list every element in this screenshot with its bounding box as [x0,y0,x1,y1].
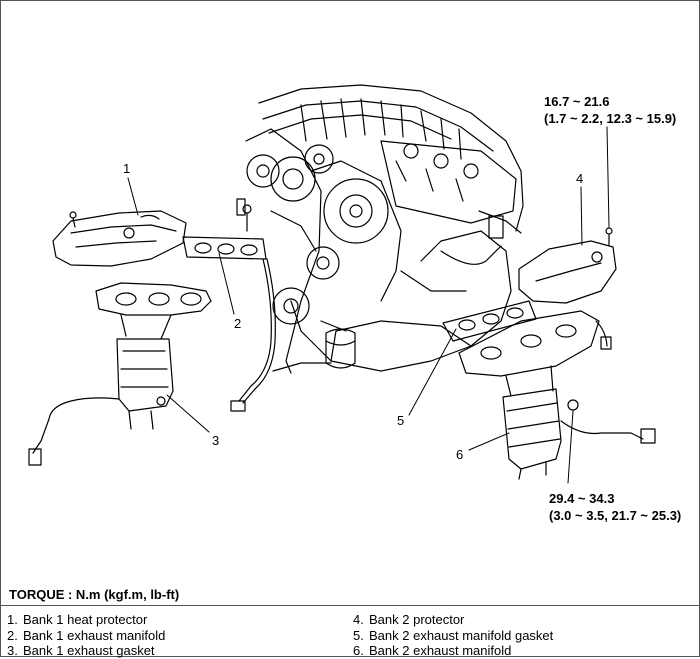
legend-item-6: 6.Bank 2 exhaust manifold [353,643,512,658]
callout-6: 6 [456,447,464,462]
legend-column-right: 4.Bank 2 protector 5.Bank 2 exhaust mani… [353,612,553,659]
bank1-heat-protector [52,210,187,267]
torque-spec-top-alt: (1.7 ~ 2.2, 12.3 ~ 15.9) [544,111,677,126]
torque-spec-top: 16.7 ~ 21.6 (1.7 ~ 2.2, 12.3 ~ 15.9) [544,93,676,127]
torque-spec-bottom: 29.4 ~ 34.3 (3.0 ~ 3.5, 21.7 ~ 25.3) [549,490,681,524]
legend-item-5: 5.Bank 2 exhaust manifold gasket [353,627,554,643]
bank1-exhaust-manifold [28,282,212,466]
bank2-exhaust-manifold [458,310,656,480]
bank2-protector [518,227,617,304]
callout-1: 1 [123,161,131,176]
legend-item-2: 2.Bank 1 exhaust manifold [7,627,166,643]
torque-spec-bottom-alt: (3.0 ~ 3.5, 21.7 ~ 25.3) [549,508,682,523]
callout-5: 5 [397,413,405,428]
callout-2: 2 [234,316,242,331]
callout-3: 3 [212,433,220,448]
legend-column-left: 1.Bank 1 heat protector 2.Bank 1 exhaust… [7,612,165,659]
callout-4: 4 [576,171,584,186]
leader-lines [127,126,610,484]
legend-item-4: 4.Bank 2 protector [353,612,465,627]
torque-spec-bottom-nm: 29.4 ~ 34.3 [549,491,615,506]
legend-item-3: 3.Bank 1 exhaust gasket [7,643,155,658]
legend-item-1: 1.Bank 1 heat protector [7,612,148,627]
torque-units-header: TORQUE : N.m (kgf.m, lb-ft) [9,587,180,602]
bank1-exhaust-gasket [182,204,267,260]
engine-block [230,84,524,412]
torque-spec-top-nm: 16.7 ~ 21.6 [544,94,610,109]
legend-divider [1,605,699,606]
engine-exhaust-illustration [28,84,656,484]
